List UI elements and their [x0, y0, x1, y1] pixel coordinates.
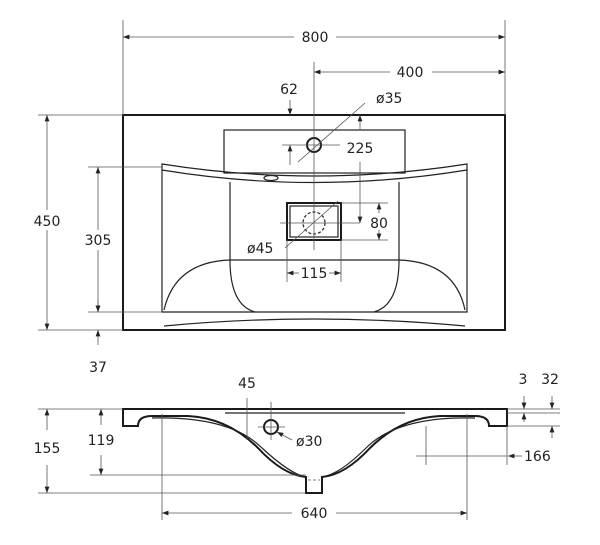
dim-label-overflow: ø30	[296, 434, 322, 450]
bowl-outline	[161, 170, 468, 313]
leader-overflow	[276, 431, 293, 441]
dim-label-155: 155	[34, 441, 61, 457]
leader-drain	[284, 200, 339, 249]
top-view: 800 400 62 ø35 225 80 ø45 115 450	[28, 20, 506, 376]
dim-label-drain-hole: ø45	[247, 241, 273, 257]
dim-label-166: 166	[524, 449, 551, 465]
dim-label-115: 115	[301, 266, 328, 282]
front-edge	[163, 318, 466, 327]
bowl-inner-profile	[151, 417, 476, 478]
dim-label-32: 32	[541, 372, 559, 388]
dim-label-faucet-offset: 62	[280, 82, 298, 98]
dim-label-119: 119	[88, 433, 115, 449]
bowl-slope	[163, 259, 466, 311]
dim-label-640: 640	[301, 506, 328, 522]
dim-label-450: 450	[34, 214, 61, 230]
dim-label-width: 800	[302, 30, 329, 46]
dim-label-80: 80	[370, 216, 388, 232]
dim-label-45: 45	[238, 376, 256, 392]
dim-label-half-width: 400	[397, 65, 424, 81]
dim-label-305: 305	[85, 233, 112, 249]
dim-label-225: 225	[347, 141, 374, 157]
side-view: 45 ø30 155 119 3 32 166 640	[34, 372, 560, 523]
faucet-deck	[223, 129, 406, 174]
sink-profile	[122, 408, 508, 494]
overflow-hole	[263, 174, 279, 182]
dim-label-faucet-hole: ø35	[376, 91, 402, 107]
bowl-rim	[161, 163, 468, 184]
dim-label-3: 3	[519, 372, 528, 388]
dim-label-37: 37	[89, 360, 107, 376]
leader-faucet	[297, 102, 366, 163]
